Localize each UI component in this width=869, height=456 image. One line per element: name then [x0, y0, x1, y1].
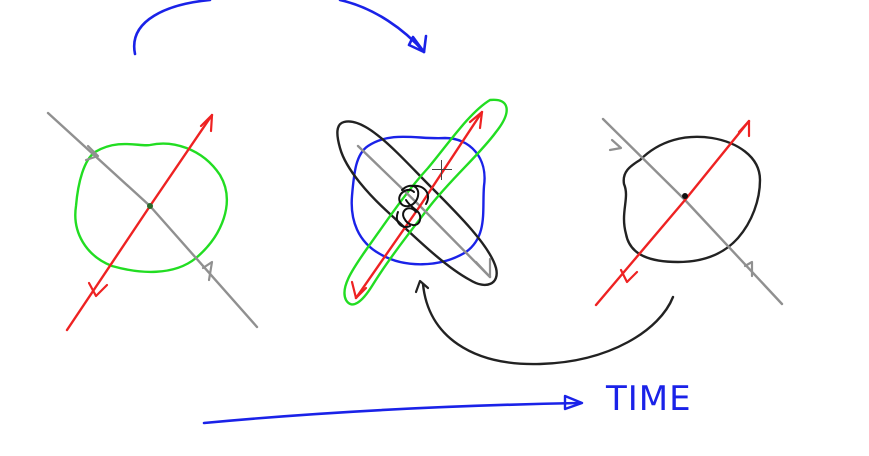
time-label: TIME [606, 379, 692, 419]
middle-green-ellipse [343, 98, 508, 306]
time-arrow [202, 394, 584, 425]
return-arrow [414, 279, 675, 366]
right-diagram [594, 117, 784, 307]
right-red-axis [594, 119, 751, 307]
middle-gray-axis [356, 144, 492, 279]
middle-scribble [396, 184, 430, 228]
middle-red-axis [354, 110, 484, 300]
top-curved-arrow [132, 0, 428, 56]
middle-black-ellipse [336, 120, 498, 287]
right-center-dot [682, 193, 688, 199]
crosshair-cursor-icon [432, 160, 452, 180]
right-black-circle [622, 135, 762, 264]
left-center-dot [147, 203, 153, 209]
middle-diagram [336, 98, 508, 306]
middle-blue-circle [350, 135, 486, 266]
left-diagram [46, 111, 259, 332]
